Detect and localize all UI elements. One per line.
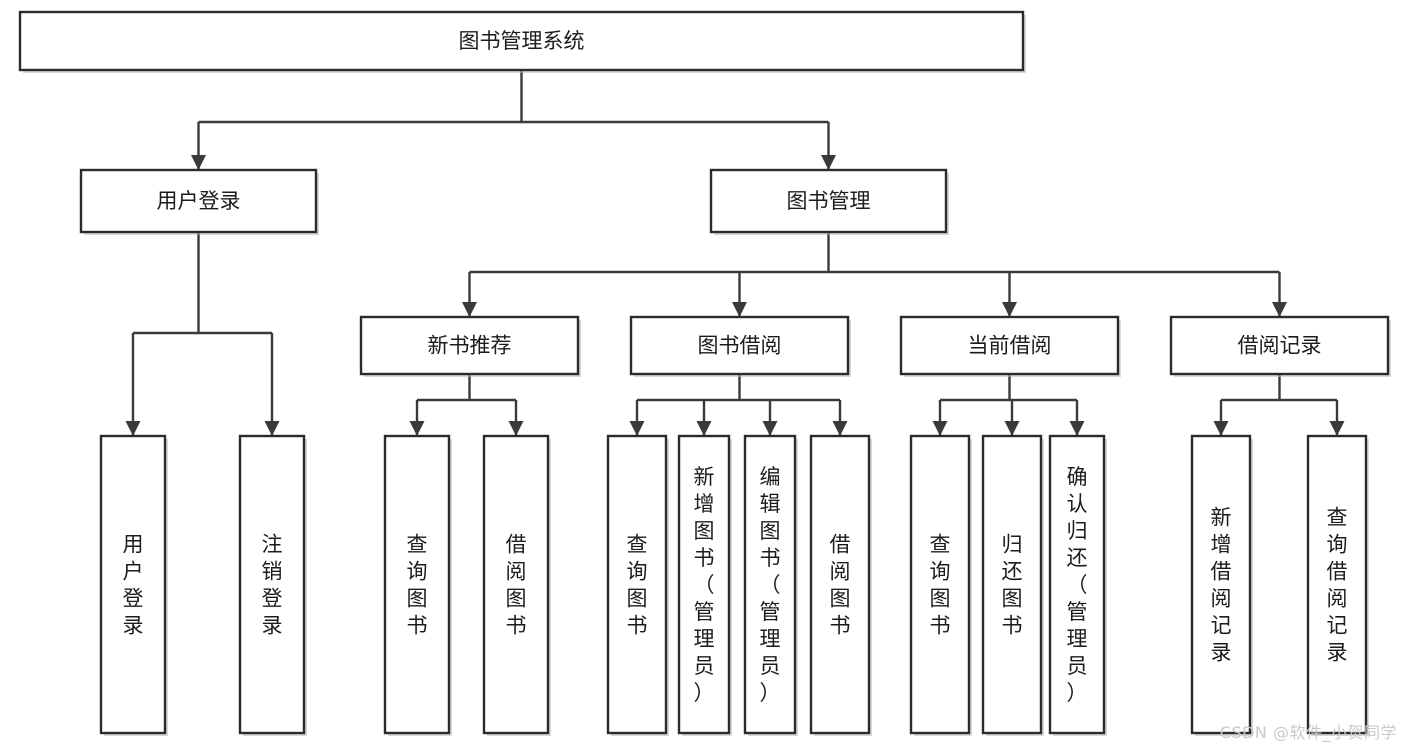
node-box[interactable] bbox=[238, 434, 306, 735]
node-l2-book-manage[interactable]: 图书管理 bbox=[709, 168, 949, 235]
node-label: 当前借阅 bbox=[968, 334, 1052, 358]
node-label: 确认归还（管理员） bbox=[1067, 465, 1088, 705]
arrowhead-icon bbox=[629, 421, 645, 436]
arrowhead-icon bbox=[191, 155, 206, 170]
node-leaf-leaf-user-login[interactable]: 用户登录 bbox=[99, 434, 168, 736]
arrowhead-icon bbox=[462, 302, 477, 317]
arrowhead-icon bbox=[932, 421, 948, 436]
node-label: 用户登录 bbox=[123, 533, 144, 638]
node-label: 新书推荐 bbox=[428, 334, 512, 358]
node-leaf-leaf-query-book-current[interactable]: 查询图书 bbox=[909, 434, 972, 736]
arrowhead-icon bbox=[762, 421, 778, 436]
node-label: 编辑图书（管理员） bbox=[760, 465, 781, 705]
node-box[interactable] bbox=[79, 168, 318, 234]
node-leaf-leaf-confirm-return[interactable]: 确认归还（管理员） bbox=[1048, 434, 1107, 736]
node-box[interactable] bbox=[899, 315, 1120, 376]
node-box[interactable] bbox=[909, 434, 971, 735]
node-box[interactable] bbox=[1169, 315, 1390, 376]
node-label: 图书借阅 bbox=[698, 334, 782, 358]
node-box[interactable] bbox=[1048, 434, 1106, 735]
node-leaf-leaf-return-book[interactable]: 归还图书 bbox=[981, 434, 1044, 736]
node-label: 归还图书 bbox=[1002, 533, 1023, 638]
node-box[interactable] bbox=[18, 10, 1025, 72]
arrowhead-icon bbox=[125, 421, 141, 436]
node-box[interactable] bbox=[1190, 434, 1252, 735]
node-leaf-leaf-borrow-book[interactable]: 借阅图书 bbox=[809, 434, 872, 736]
node-label: 用户登录 bbox=[157, 189, 241, 213]
node-label: 查询图书 bbox=[930, 533, 951, 638]
node-leaf-leaf-logout[interactable]: 注销登录 bbox=[238, 434, 307, 736]
arrowhead-icon bbox=[1329, 421, 1345, 436]
arrowhead-icon bbox=[696, 421, 712, 436]
arrowhead-icon bbox=[1004, 421, 1020, 436]
node-label: 注销登录 bbox=[262, 533, 283, 638]
node-layer: 图书管理系统用户登录图书管理新书推荐图书借阅当前借阅借阅记录用户登录注销登录查询… bbox=[18, 10, 1391, 736]
node-box[interactable] bbox=[1306, 434, 1368, 735]
node-label: 借阅图书 bbox=[830, 533, 851, 638]
node-leaf-leaf-edit-book[interactable]: 编辑图书（管理员） bbox=[743, 434, 798, 736]
node-label: 查询图书 bbox=[627, 533, 648, 638]
node-box[interactable] bbox=[359, 315, 580, 376]
arrowhead-icon bbox=[1002, 302, 1017, 317]
node-label: 图书管理系统 bbox=[459, 29, 585, 53]
node-box[interactable] bbox=[677, 434, 731, 735]
node-l3-new-book-rec[interactable]: 新书推荐 bbox=[359, 315, 581, 377]
node-box[interactable] bbox=[809, 434, 871, 735]
csdn-watermark: CSDN @软件_小贺同学 bbox=[1219, 723, 1397, 742]
node-leaf-leaf-query-book-borrow[interactable]: 查询图书 bbox=[606, 434, 669, 736]
node-box[interactable] bbox=[383, 434, 451, 735]
arrowhead-icon bbox=[1069, 421, 1085, 436]
node-label: 新增借阅记录 bbox=[1211, 506, 1232, 665]
arrowhead-icon bbox=[1272, 302, 1287, 317]
node-leaf-leaf-add-book[interactable]: 新增图书（管理员） bbox=[677, 434, 732, 736]
node-label: 新增图书（管理员） bbox=[694, 465, 715, 705]
node-label: 查询借阅记录 bbox=[1327, 506, 1348, 665]
arrowhead-icon bbox=[732, 302, 747, 317]
node-l3-book-borrow[interactable]: 图书借阅 bbox=[629, 315, 851, 377]
node-l2-user-login[interactable]: 用户登录 bbox=[79, 168, 319, 235]
connector-layer bbox=[125, 70, 1345, 436]
node-l3-current-borrow[interactable]: 当前借阅 bbox=[899, 315, 1121, 377]
node-leaf-leaf-borrow-book-rec[interactable]: 借阅图书 bbox=[482, 434, 551, 736]
node-box[interactable] bbox=[981, 434, 1043, 735]
node-label: 借阅记录 bbox=[1238, 334, 1322, 358]
node-box[interactable] bbox=[606, 434, 668, 735]
arrowhead-icon bbox=[264, 421, 280, 436]
node-box[interactable] bbox=[629, 315, 850, 376]
node-leaf-leaf-query-book-rec[interactable]: 查询图书 bbox=[383, 434, 452, 736]
node-box[interactable] bbox=[709, 168, 948, 234]
arrowhead-icon bbox=[821, 155, 836, 170]
node-label: 借阅图书 bbox=[506, 533, 527, 638]
arrowhead-icon bbox=[1213, 421, 1229, 436]
arrowhead-icon bbox=[508, 421, 524, 436]
node-box[interactable] bbox=[482, 434, 550, 735]
node-box[interactable] bbox=[743, 434, 797, 735]
node-box[interactable] bbox=[99, 434, 167, 735]
node-leaf-leaf-query-record[interactable]: 查询借阅记录 bbox=[1306, 434, 1369, 736]
arrowhead-icon bbox=[832, 421, 848, 436]
node-l3-borrow-record[interactable]: 借阅记录 bbox=[1169, 315, 1391, 377]
node-leaf-leaf-add-record[interactable]: 新增借阅记录 bbox=[1190, 434, 1253, 736]
arrowhead-icon bbox=[409, 421, 425, 436]
node-root-root[interactable]: 图书管理系统 bbox=[18, 10, 1026, 73]
node-label: 查询图书 bbox=[407, 533, 428, 638]
node-label: 图书管理 bbox=[787, 189, 871, 213]
